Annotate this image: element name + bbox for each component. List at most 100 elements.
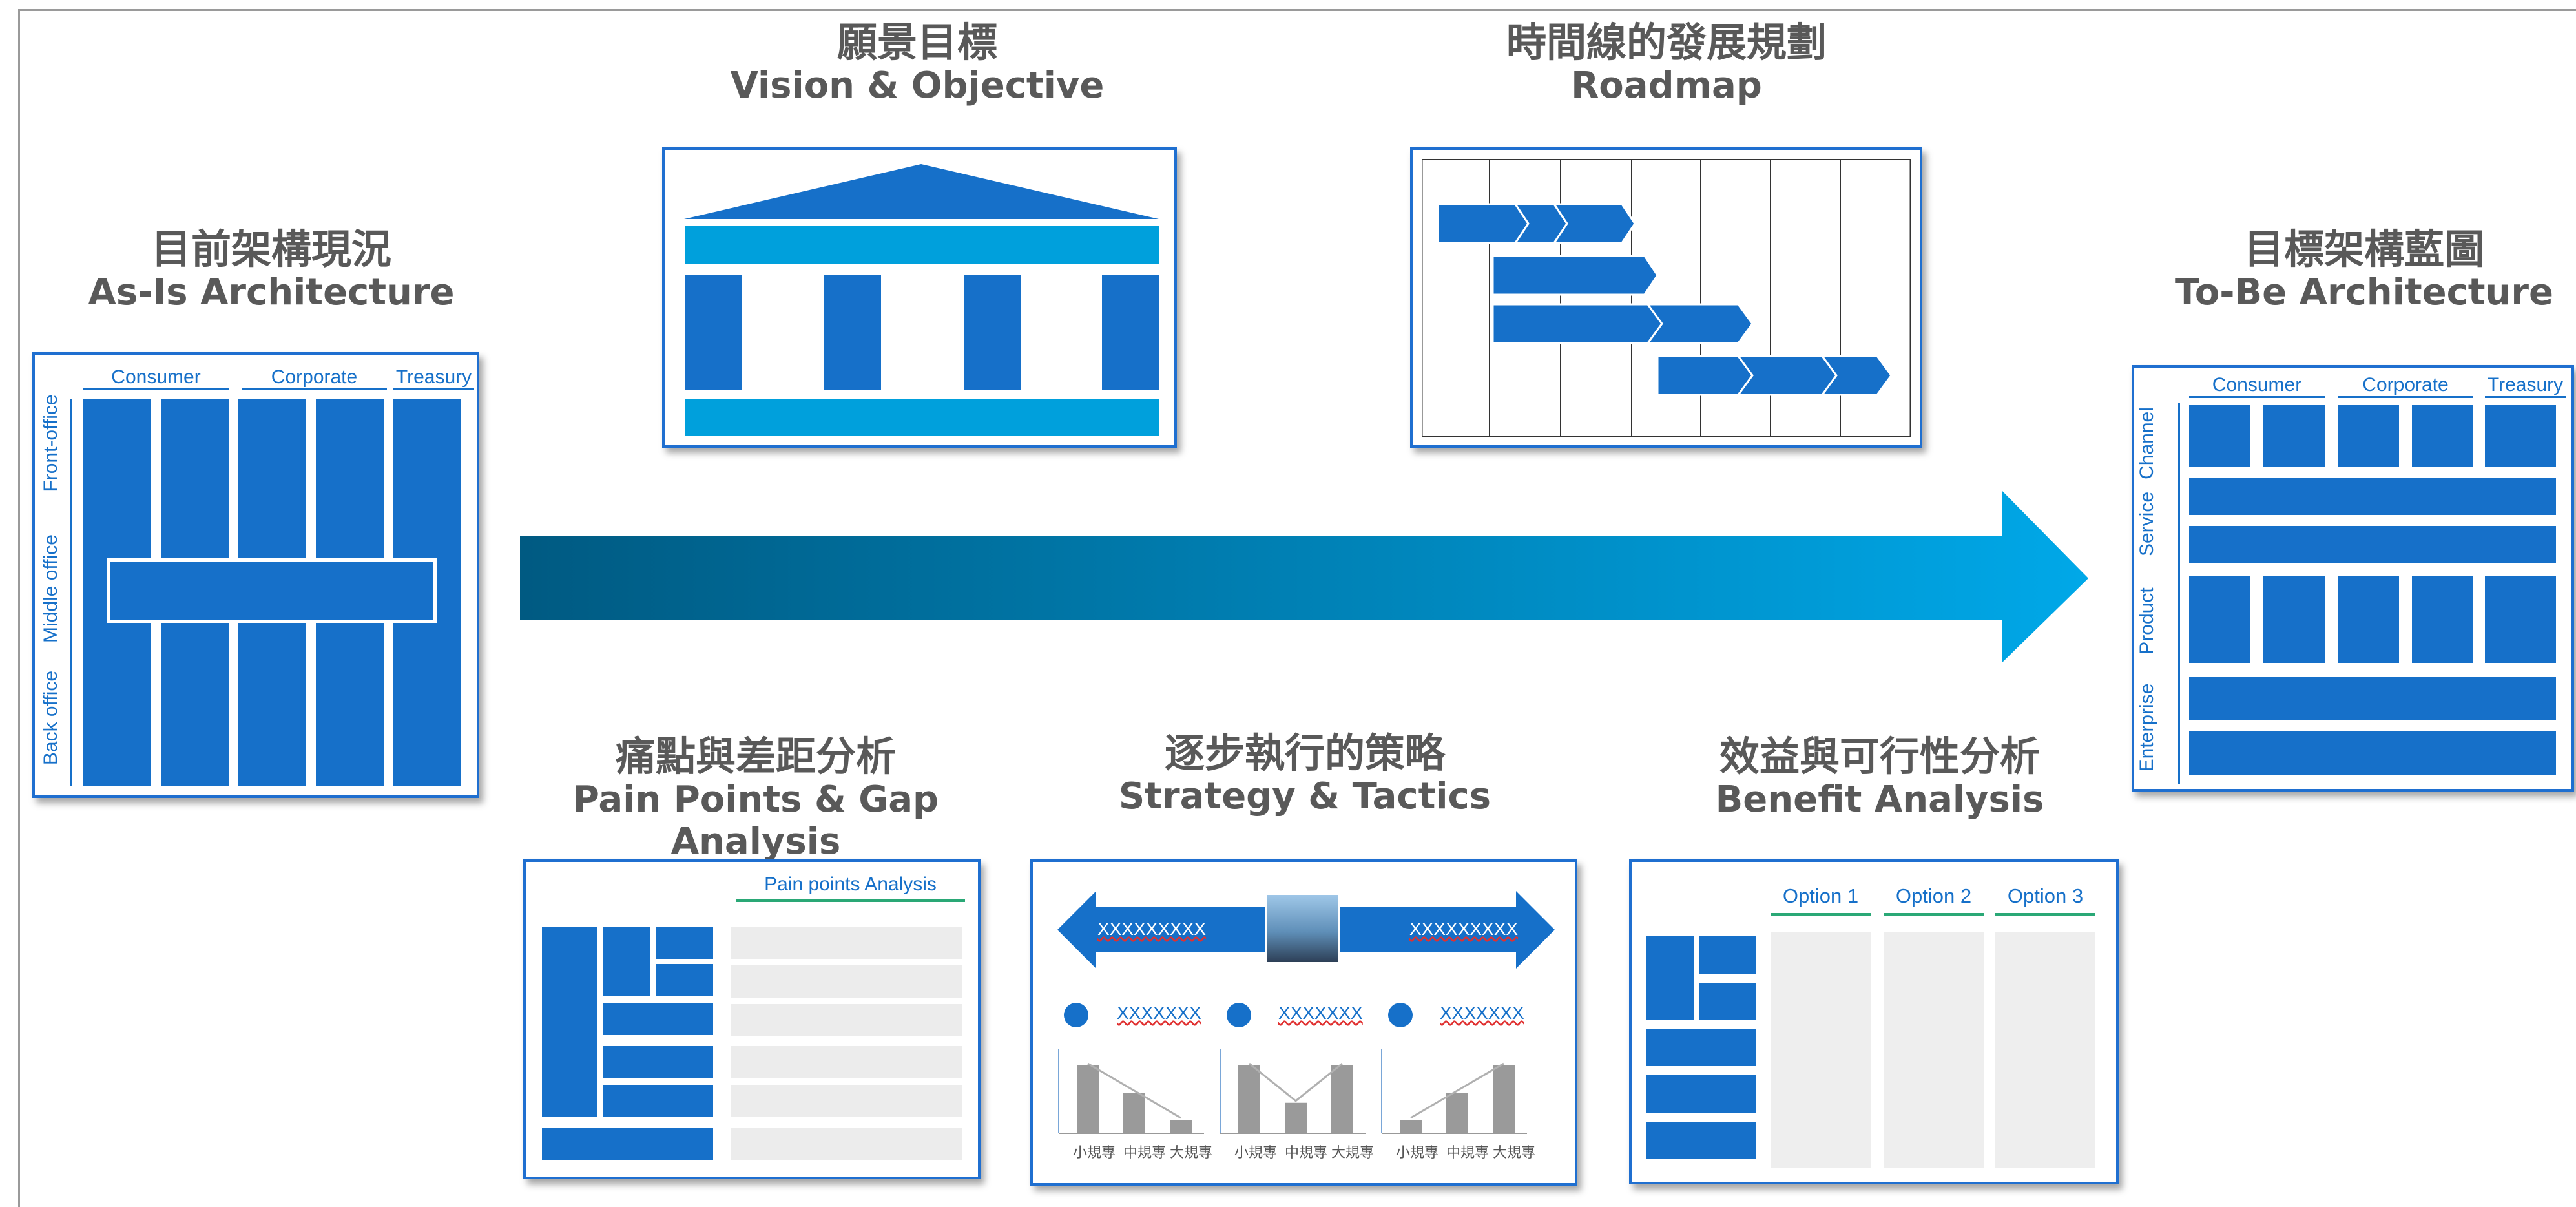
pain-row — [731, 1128, 962, 1160]
strategy-title: 逐步執行的策略 Strategy & Tactics — [1059, 730, 1550, 818]
tobe-channel-cell — [2485, 405, 2556, 467]
strategy-title-zh: 逐步執行的策略 — [1164, 729, 1445, 777]
pain-row — [731, 965, 962, 998]
pain-row — [731, 1046, 962, 1078]
tobe-enterprise-band — [2189, 677, 2556, 720]
vision-title-en: Vision & Objective — [730, 65, 1105, 107]
strategy-item-bullet — [1388, 1003, 1413, 1027]
pillar-column — [824, 275, 881, 390]
mini-chart-bar — [1238, 1065, 1260, 1133]
benefit-block — [1646, 1122, 1756, 1159]
asis-title-en: As-Is Architecture — [88, 271, 455, 314]
benefit-block — [1646, 1029, 1756, 1066]
mini-chart-trend-line — [1249, 1062, 1343, 1102]
tobe-channel-cell — [2412, 405, 2473, 467]
benefit-option-1: Option 1 — [1771, 885, 1871, 916]
mini-chart-3-tick-2: 中規專 — [1446, 1145, 1490, 1161]
pain-row — [731, 1085, 962, 1117]
transition-arrow — [520, 491, 2088, 662]
pillar-entablature — [685, 226, 1159, 264]
pillar-column — [685, 275, 742, 390]
asis-title: 目前架構現況 As-Is Architecture — [65, 226, 478, 314]
asis-row-middle: Middle office — [40, 534, 61, 643]
tobe-title-en: To-Be Architecture — [2174, 271, 2554, 314]
vision-panel — [662, 147, 1177, 448]
mini-chart-bar — [1400, 1120, 1422, 1133]
asis-row-front: Front-office — [40, 394, 61, 492]
pain-row — [731, 1004, 962, 1036]
strategy-title-en: Strategy & Tactics — [1118, 775, 1491, 818]
benefit-option-1-column — [1771, 932, 1871, 1168]
mini-chart-2-tick-2: 中規專 — [1285, 1145, 1328, 1161]
tobe-service-band — [2189, 478, 2556, 515]
mini-chart-1-tick-1: 小規專 — [1073, 1145, 1116, 1161]
strategy-item-1: XXXXXXX — [1117, 1003, 1201, 1023]
tobe-enterprise-band — [2189, 731, 2556, 775]
pillar-column — [1102, 275, 1159, 390]
asis-title-zh: 目前架構現況 — [151, 226, 391, 273]
pain-block — [603, 1085, 713, 1117]
mini-chart-3-tick-3: 大規專 — [1493, 1145, 1536, 1161]
pain-block — [542, 1128, 713, 1160]
roadmap-panel — [1410, 147, 1922, 448]
tobe-title: 目標架構藍圖 To-Be Architecture — [2164, 226, 2564, 314]
strategy-mini-charts — [1058, 1049, 1527, 1134]
tobe-channel-cell — [2189, 405, 2250, 467]
strategy-item-bullet — [1064, 1003, 1088, 1027]
tobe-product-cell — [2338, 576, 2399, 663]
tobe-title-zh: 目標架構藍圖 — [2243, 226, 2484, 273]
tobe-panel: Consumer Corporate Treasury Channel Serv… — [2132, 365, 2574, 792]
strategy-left-arrow-text: XXXXXXXXX — [1097, 919, 1207, 939]
mini-chart-bar — [1077, 1065, 1099, 1133]
benefit-block — [1646, 936, 1694, 1020]
tobe-product-cell — [2485, 576, 2556, 663]
tobe-row-divider — [2178, 403, 2180, 784]
roadmap-title: 時間線的發展規劃 Roadmap — [1421, 19, 1912, 107]
tobe-product-cell — [2263, 576, 2325, 663]
pain-block — [603, 1046, 713, 1078]
tobe-row-product: Product — [2136, 587, 2157, 655]
benefit-title-en: Benefit Analysis — [1715, 779, 2044, 821]
mini-chart-2-tick-1: 小規專 — [1234, 1145, 1278, 1161]
strategy-photo — [1265, 893, 1340, 964]
pain-panel: Pain points Analysis — [523, 859, 981, 1179]
mini-chart-bar — [1170, 1120, 1192, 1133]
mini-chart-trend-line — [1087, 1062, 1181, 1119]
pillar-column — [964, 275, 1021, 390]
tobe-product-cell — [2189, 576, 2250, 663]
tobe-col-corporate: Corporate — [2338, 374, 2473, 398]
asis-panel: Consumer Corporate Treasury Front-office… — [32, 352, 479, 798]
roadmap-title-zh: 時間線的發展規劃 — [1506, 19, 1827, 66]
asis-row-divider — [70, 399, 72, 786]
mini-chart-bar — [1331, 1065, 1353, 1133]
tobe-col-treasury: Treasury — [2485, 374, 2566, 398]
strategy-item-3: XXXXXXX — [1440, 1003, 1524, 1023]
asis-col-consumer: Consumer — [83, 366, 229, 390]
benefit-title: 效益與可行性分析 Benefit Analysis — [1654, 733, 2106, 821]
benefit-title-zh: 效益與可行性分析 — [1719, 733, 2040, 780]
roadmap-title-en: Roadmap — [1571, 65, 1762, 107]
asis-col-treasury: Treasury — [393, 366, 474, 390]
asis-col-corporate: Corporate — [242, 366, 387, 390]
mini-chart-bar — [1446, 1093, 1468, 1133]
pain-row — [731, 927, 962, 959]
tobe-channel-cell — [2338, 405, 2399, 467]
tobe-col-consumer: Consumer — [2189, 374, 2325, 398]
tobe-product-cell — [2412, 576, 2473, 663]
vision-title-zh: 願景目標 — [836, 19, 997, 66]
pain-block — [656, 927, 713, 959]
benefit-option-3-column — [1995, 932, 2095, 1168]
benefit-option-2: Option 2 — [1884, 885, 1984, 916]
pain-title-en: Pain Points & Gap Analysis — [572, 779, 939, 863]
pain-title-zh: 痛點與差距分析 — [615, 733, 896, 780]
pillar-roof — [684, 164, 1159, 219]
strategy-item-bullet — [1227, 1003, 1251, 1027]
pain-block — [603, 927, 650, 996]
roadmap-gantt — [1422, 159, 1911, 437]
pillar-base — [685, 399, 1159, 436]
strategy-item-2: XXXXXXX — [1278, 1003, 1363, 1023]
benefit-block — [1699, 983, 1756, 1020]
tobe-row-enterprise: Enterprise — [2136, 683, 2157, 772]
mini-chart-bar — [1123, 1093, 1145, 1133]
tobe-service-band — [2189, 526, 2556, 563]
